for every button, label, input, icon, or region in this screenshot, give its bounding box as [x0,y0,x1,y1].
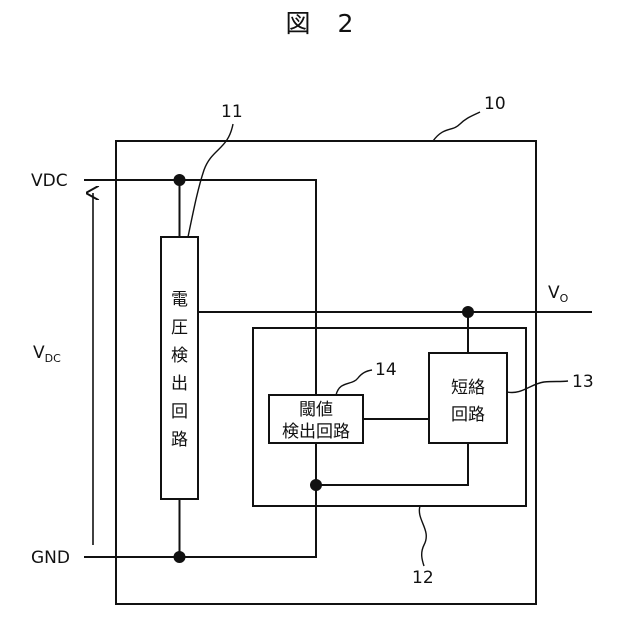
ref-14: 14 [336,360,397,395]
junction-dot [462,306,474,318]
vdc-rail [84,180,316,395]
ref-numeral-14: 14 [375,360,397,380]
short-circuit-return [316,443,468,485]
voltage-detector-char: 出 [171,374,188,394]
voltage-detector-char: 電 [171,290,188,310]
junction-dot [174,551,186,563]
leader-14 [336,370,372,395]
short-circuit-label-line1: 短絡 [451,378,485,398]
vout-label: VO [548,283,569,305]
vdc-voltage-label: VDC [33,343,61,365]
leader-13 [507,381,568,393]
ref-11: 11 [188,102,243,237]
ref-numeral-10: 10 [484,94,506,114]
ref-13: 13 [507,372,594,393]
ref-numeral-13: 13 [572,372,594,392]
voltage-detector-char: 検 [171,346,188,366]
ref-numeral-12: 12 [412,568,434,588]
vdc-terminal-label: VDC [31,171,68,191]
threshold-detector-label-line2: 検出回路 [282,422,350,442]
ref-numeral-11: 11 [221,102,243,122]
voltage-detector-char: 路 [171,430,188,450]
voltage-detector-box [161,237,198,499]
gnd-terminal-label: GND [31,548,70,568]
figure-title: 図 2 [286,9,355,38]
leader-12 [419,506,426,566]
voltage-detector-char: 回 [171,402,188,422]
ref-10: 10 [433,94,506,141]
short-circuit-box [429,353,507,443]
threshold-detector-label-line1: 閾値 [299,400,333,420]
threshold-bottom-lead [84,443,316,557]
junction-dot [174,174,186,186]
leader-10 [433,112,480,141]
short-circuit-label-line2: 回路 [451,405,485,425]
ref-12: 12 [412,506,434,588]
junction-dot [310,479,322,491]
voltage-detector-char: 圧 [171,318,188,338]
